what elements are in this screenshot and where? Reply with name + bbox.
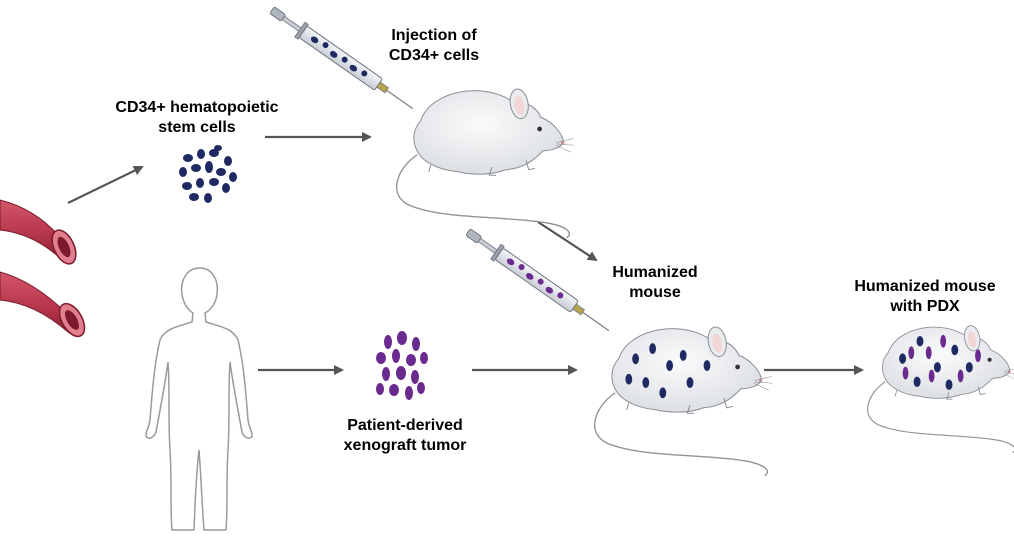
label-pdx-tumor-line2: xenograft tumor (343, 437, 467, 454)
arrow-injected-to-humanized (537, 221, 598, 262)
stem-cell-cluster (179, 145, 237, 203)
label-stem-cells: CD34+ hematopoietic stem cells (112, 98, 282, 138)
label-humanized-mouse: Humanized mouse (600, 263, 710, 303)
label-injection: Injection of CD34+ cells (374, 26, 494, 66)
arrow-vessel-to-stem-cells (67, 166, 144, 204)
label-humanized-pdx-line2: with PDX (890, 298, 960, 315)
syringe-icon (462, 223, 615, 339)
label-humanized-pdx: Humanized mouse with PDX (848, 277, 1002, 317)
syringe-icon (266, 1, 419, 117)
label-humanized-pdx-line1: Humanized mouse (854, 278, 996, 295)
tumor-cell-cluster (376, 331, 428, 400)
label-humanized-mouse-line2: mouse (629, 284, 681, 301)
mouse-icon (867, 323, 1014, 454)
mouse-icon (593, 324, 773, 477)
label-stem-cells-line2: stem cells (158, 119, 236, 136)
label-injection-line2: CD34+ cells (388, 47, 480, 64)
label-stem-cells-line1: CD34+ hematopoietic (115, 99, 279, 116)
mouse-icon (395, 86, 575, 239)
label-humanized-mouse-line1: Humanized (612, 264, 698, 281)
blood-vessel-icon (0, 271, 86, 338)
label-injection-line1: Injection of (391, 27, 477, 44)
label-pdx-tumor: Patient-derived xenograft tumor (328, 416, 482, 456)
human-silhouette-icon (145, 267, 253, 531)
label-pdx-tumor-line1: Patient-derived (347, 417, 463, 434)
blood-vessel-icon (0, 199, 77, 265)
